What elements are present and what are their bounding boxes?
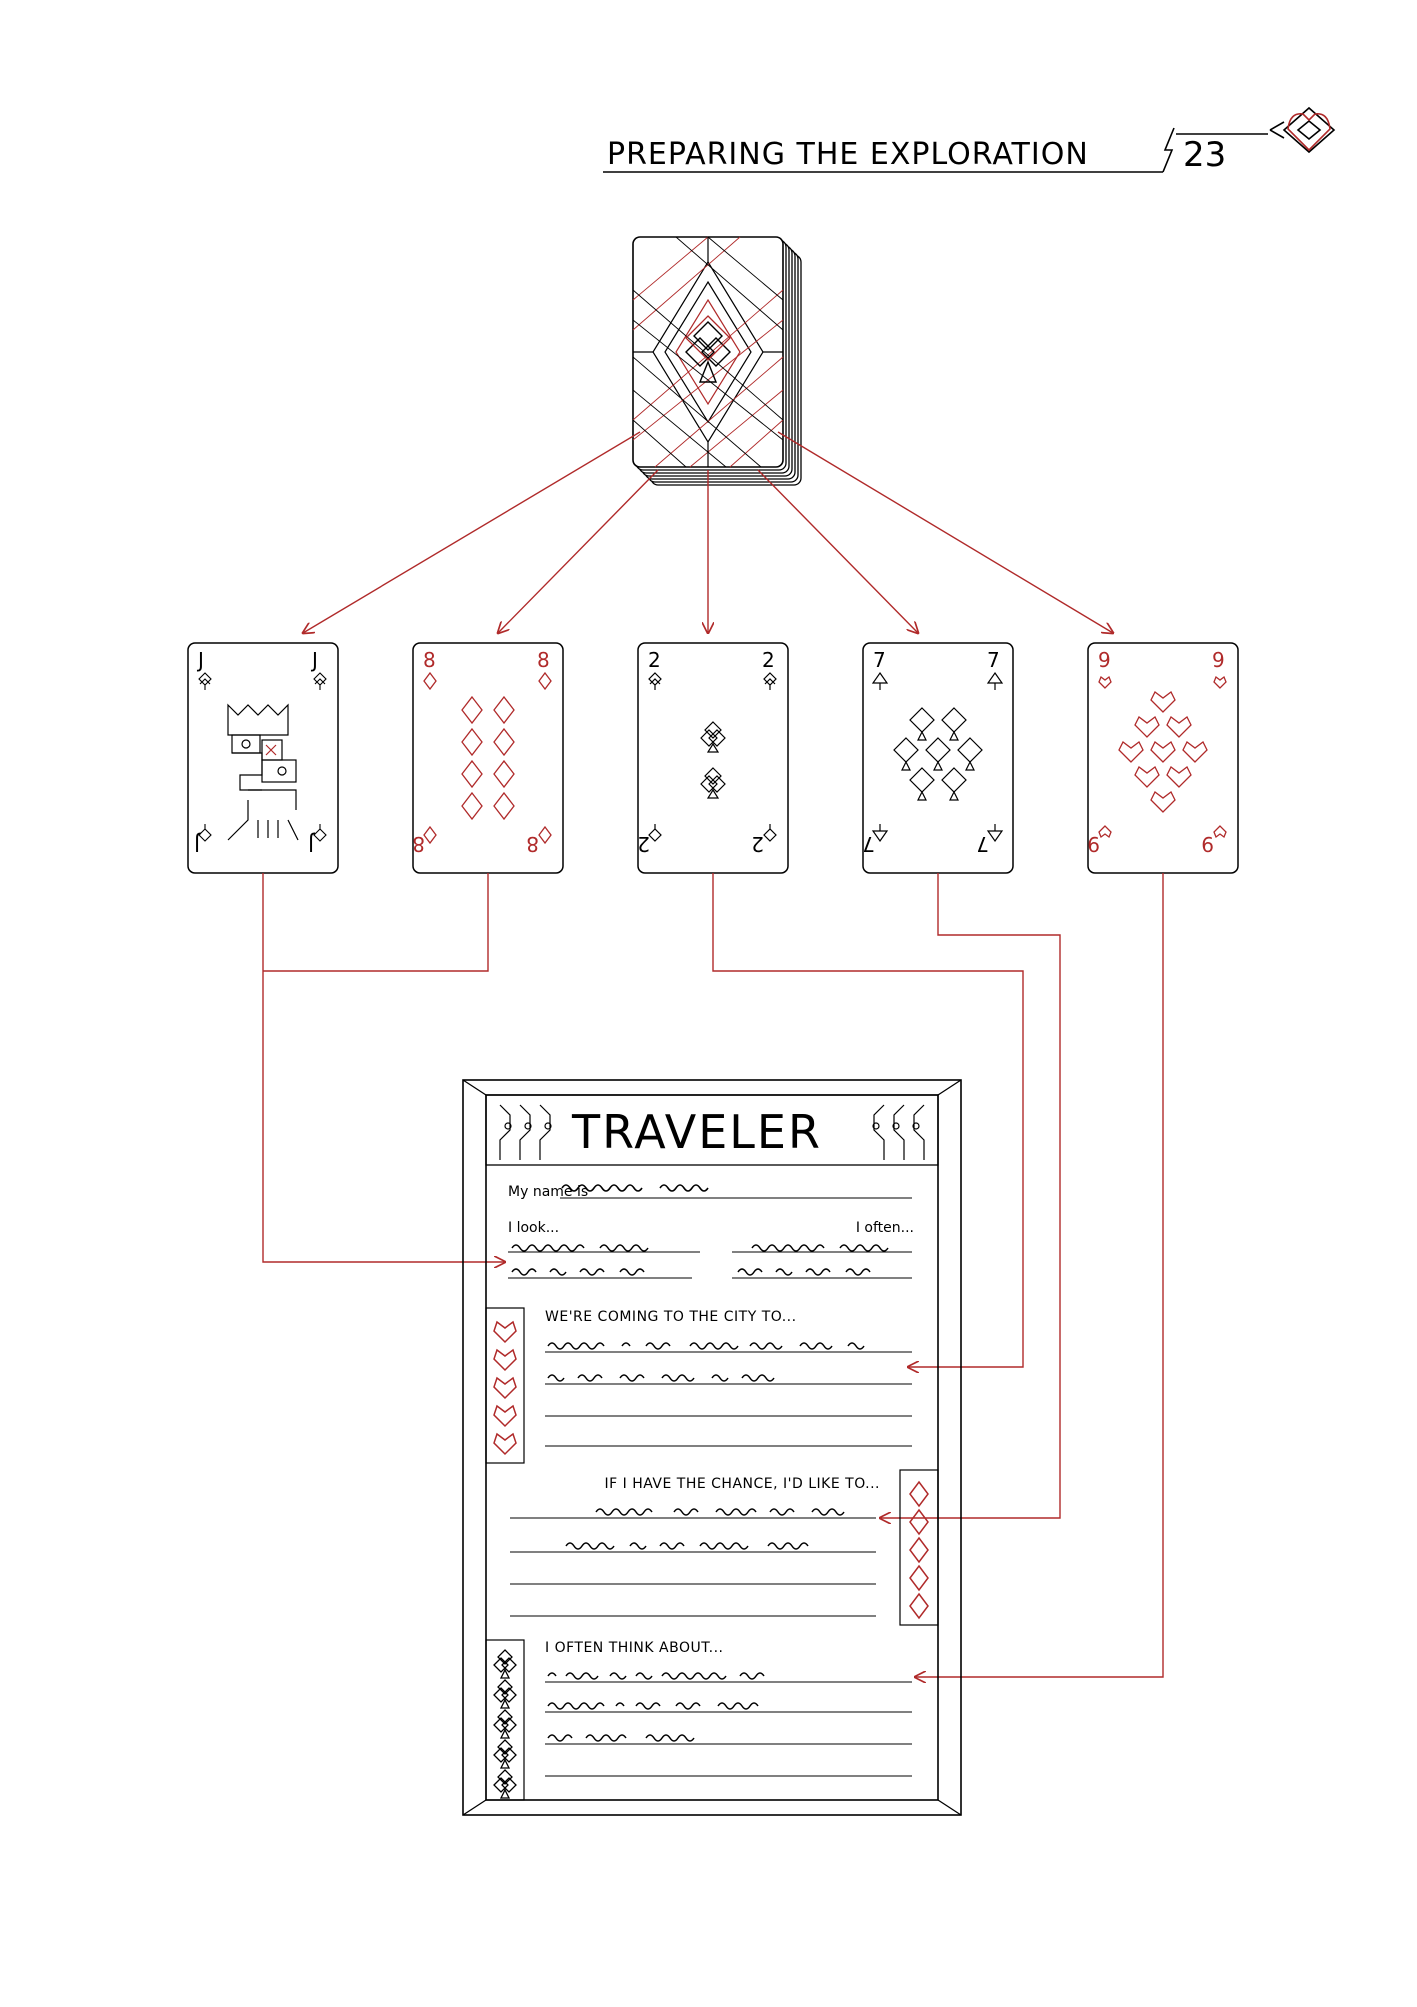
card-rank-top-right: 2	[762, 648, 775, 672]
card-rank-top: 8	[423, 648, 436, 672]
card-rank-top-right: 7	[987, 648, 1000, 672]
card-rank-bottom: J	[194, 832, 202, 856]
card-rank-bottom-right: 7	[976, 832, 989, 856]
spade-pips-icon	[871, 671, 1004, 843]
think-label: I OFTEN THINK ABOUT...	[545, 1640, 723, 1656]
name-handwriting	[561, 1184, 709, 1192]
card-rank-top: 9	[1098, 648, 1111, 672]
card-rank-bottom: 2	[637, 832, 650, 856]
page-header: PREPARING THE EXPLORATION 23	[603, 106, 1336, 175]
card-rank-top-right: J	[310, 648, 318, 672]
section-title: PREPARING THE EXPLORATION	[607, 137, 1089, 172]
coming-handwriting	[547, 1342, 865, 1382]
coming-label: WE'RE COMING TO THE CITY TO...	[545, 1309, 797, 1325]
card-eight-of-diamonds[interactable]: 8 8 8 8	[412, 642, 564, 874]
clubs-strip-icon	[493, 1649, 517, 1799]
coming-lines	[545, 1351, 912, 1447]
card-rank-bottom: 9	[1087, 832, 1100, 856]
connector-chance	[880, 873, 1061, 1518]
diamond-pips-icon	[423, 671, 552, 845]
card-rank-bottom-right: 2	[751, 832, 764, 856]
chance-lines	[510, 1517, 876, 1617]
look-label: I look...	[508, 1220, 559, 1236]
page-number: 23	[1183, 135, 1226, 175]
card-nine-of-hearts[interactable]: 9 9 9 9	[1087, 642, 1239, 874]
diamonds-strip-icon	[909, 1480, 929, 1620]
card-deck[interactable]	[632, 236, 802, 486]
deck-top-card	[632, 236, 784, 468]
deck-back-pattern	[632, 236, 784, 468]
name-label: My name is	[508, 1184, 588, 1200]
card-two-of-clubs[interactable]: 2 2 2 2	[637, 642, 789, 874]
hearts-strip-icon	[493, 1320, 517, 1456]
card-jack-of-clubs[interactable]: J J J J	[187, 642, 339, 874]
often-label: I often...	[856, 1220, 914, 1236]
card-rank-bottom-right: 9	[1201, 832, 1214, 856]
look-handwriting	[508, 1244, 700, 1279]
card-rank-top: 7	[873, 648, 886, 672]
card-rank-top-right: 8	[537, 648, 550, 672]
think-lines	[545, 1681, 912, 1777]
club-pips-icon	[648, 672, 777, 842]
face-ornament-right-icon	[872, 1104, 925, 1160]
card-rank-bottom: 8	[412, 832, 425, 856]
card-rank-bottom-right: J	[308, 832, 316, 856]
draw-arrows	[303, 431, 1113, 633]
connector-think	[915, 873, 1164, 1677]
chance-label: IF I HAVE THE CHANCE, I'D LIKE TO...	[604, 1476, 880, 1492]
card-rank-top: 2	[648, 648, 661, 672]
think-handwriting	[547, 1672, 765, 1742]
drawn-cards: J J J J	[187, 642, 1239, 874]
jack-face-icon	[227, 703, 299, 841]
heart-pips-icon	[1098, 675, 1227, 839]
card-rank-bottom-right: 8	[526, 832, 539, 856]
card-rank-bottom: 7	[862, 832, 875, 856]
face-ornament-left-icon	[499, 1104, 552, 1160]
club-emblem-icon	[685, 321, 731, 383]
connector-look-join	[263, 873, 489, 972]
connector-coming	[712, 873, 1024, 1367]
traveler-sheet: TRAVELER My name is I look... I often...	[462, 1079, 962, 1816]
card-rank-top-right: 9	[1212, 648, 1225, 672]
connector-look	[262, 873, 505, 1262]
card-rank-top: J	[196, 648, 204, 672]
card-seven-of-spades[interactable]: 7 7 7 7	[862, 642, 1014, 874]
club-pip-icon	[198, 672, 327, 842]
heart-diamond-logo-icon	[1269, 106, 1336, 154]
connector-lines	[262, 873, 1164, 1677]
sheet-title: TRAVELER	[571, 1105, 822, 1159]
chance-handwriting	[565, 1508, 845, 1550]
often-handwriting	[732, 1244, 912, 1279]
